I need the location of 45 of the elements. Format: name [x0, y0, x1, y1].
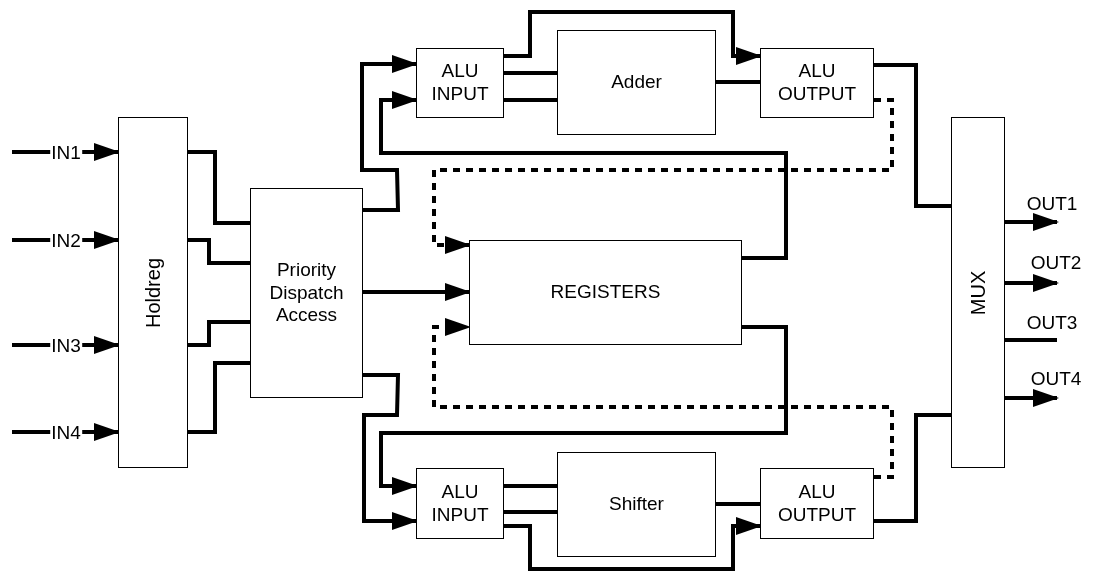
arrow — [360, 55, 418, 212]
connector-line — [716, 502, 760, 506]
connector-line — [504, 71, 557, 75]
connector-line — [188, 238, 250, 265]
alu-output-block — [760, 48, 874, 118]
register-block — [118, 117, 188, 468]
mux-block — [951, 117, 1005, 468]
arrow — [362, 373, 418, 530]
shifter-block — [557, 452, 716, 557]
adder-block — [557, 30, 716, 135]
block-label: MUX — [966, 269, 990, 317]
block-label: Shifter — [608, 493, 665, 516]
block-label: ALU OUTPUT — [776, 60, 858, 106]
block-label: Adder — [610, 71, 663, 94]
block-label: ALU INPUT — [430, 60, 490, 106]
block-label: Priority Dispatch Access — [268, 258, 345, 328]
connector-line — [504, 484, 557, 488]
block-label: REGISTERS — [549, 281, 662, 304]
dashed-arrow — [432, 98, 894, 254]
block-label: ALU INPUT — [430, 480, 490, 527]
connector-line — [874, 63, 951, 208]
arrow — [363, 283, 471, 301]
connector-line — [1005, 338, 1057, 342]
arrow — [1005, 213, 1059, 231]
connector-line — [188, 320, 250, 347]
connector-line — [188, 150, 250, 225]
connector-line — [874, 413, 951, 523]
alu-input-block — [416, 48, 504, 118]
block-label: Holdreg — [141, 256, 165, 330]
arrow — [379, 91, 788, 260]
connector-line — [504, 510, 557, 514]
arrow — [1005, 389, 1059, 407]
arrow — [504, 10, 762, 65]
alu-input-block — [416, 468, 504, 539]
arrow — [1005, 274, 1059, 292]
arrow — [379, 325, 788, 495]
connector-line — [188, 361, 250, 434]
registers-block — [469, 240, 742, 345]
connector-line — [716, 80, 760, 84]
block-label: ALU OUTPUT — [776, 480, 858, 527]
connector-line — [504, 98, 557, 102]
arrow — [504, 517, 762, 571]
dashed-arrow — [432, 318, 894, 479]
dispatch-block — [250, 188, 363, 398]
alu-output-block — [760, 468, 874, 539]
